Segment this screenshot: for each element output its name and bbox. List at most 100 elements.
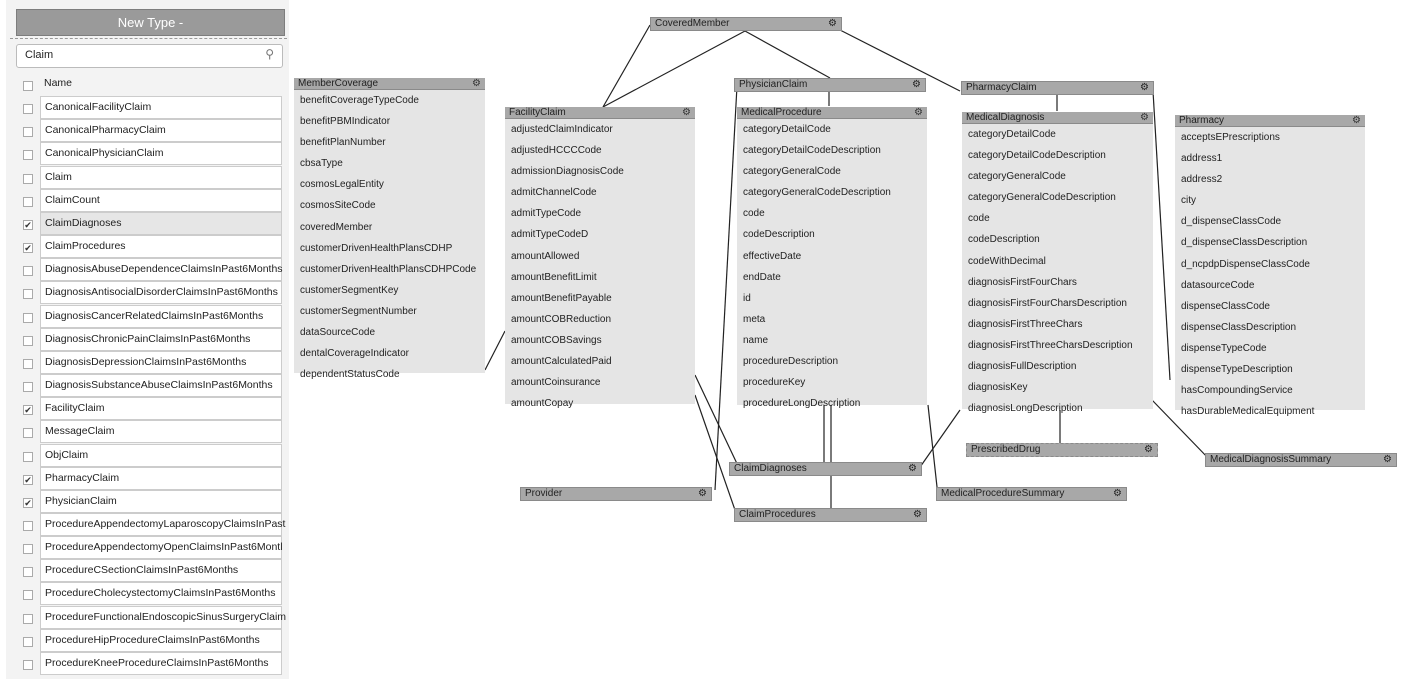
row-checkbox[interactable] (23, 104, 33, 115)
row-checkbox[interactable] (23, 173, 33, 184)
row-checkbox[interactable] (23, 289, 33, 300)
entity-coveredmember[interactable]: CoveredMember⚙ (650, 17, 842, 31)
list-item-label[interactable]: DiagnosisDepressionClaimsInPast6Months (40, 350, 282, 374)
list-item[interactable]: ObjClaim (16, 443, 282, 467)
list-item-label[interactable]: ProcedureFunctionalEndoscopicSinusSurger… (40, 605, 286, 629)
list-item-label[interactable]: ClaimCount (40, 188, 282, 212)
list-item-label[interactable]: CanonicalFacilityClaim (40, 96, 282, 120)
row-checkbox[interactable] (23, 636, 33, 647)
list-item[interactable]: ✔FacilityClaim (16, 397, 282, 421)
row-checkbox[interactable] (23, 613, 33, 624)
list-item-label[interactable]: CanonicalPhysicianClaim (40, 142, 282, 166)
gear-icon[interactable]: ⚙ (912, 79, 921, 90)
row-checkbox[interactable]: ✔ (23, 219, 33, 230)
gear-icon[interactable]: ⚙ (472, 78, 481, 89)
list-item[interactable]: ✔PharmacyClaim (16, 466, 282, 490)
list-item[interactable]: DiagnosisDepressionClaimsInPast6Months (16, 350, 282, 374)
list-item[interactable]: ProcedureAppendectomyLaparoscopyClaimsIn… (16, 512, 285, 536)
new-type-button[interactable]: New Type - (16, 9, 285, 36)
list-item-label[interactable]: ObjClaim (40, 443, 282, 467)
row-checkbox[interactable]: ✔ (23, 497, 33, 508)
entity-title[interactable]: FacilityClaim⚙ (505, 107, 695, 119)
list-item[interactable]: CanonicalFacilityClaim (16, 96, 282, 120)
list-item[interactable]: DiagnosisSubstanceAbuseClaimsInPast6Mont… (16, 374, 282, 398)
row-checkbox[interactable] (23, 382, 33, 393)
row-checkbox[interactable] (23, 451, 33, 462)
gear-icon[interactable]: ⚙ (1140, 112, 1149, 123)
entity-medicaldiagnosissummary[interactable]: MedicalDiagnosisSummary⚙ (1205, 453, 1397, 467)
gear-icon[interactable]: ⚙ (913, 509, 922, 520)
list-item-label[interactable]: DiagnosisAbuseDependenceClaimsInPast6Mon… (40, 258, 283, 282)
select-all-checkbox[interactable] (23, 81, 33, 91)
list-item[interactable]: ClaimCount (16, 188, 282, 212)
entity-provider[interactable]: Provider⚙ (520, 487, 712, 501)
list-item[interactable]: DiagnosisAbuseDependenceClaimsInPast6Mon… (16, 258, 283, 282)
list-item[interactable]: Claim (16, 165, 282, 189)
row-checkbox[interactable]: ✔ (23, 243, 33, 254)
entity-claimdiagnoses[interactable]: ClaimDiagnoses⚙ (729, 462, 922, 476)
list-item-label[interactable]: DiagnosisSubstanceAbuseClaimsInPast6Mont… (40, 374, 282, 398)
list-item[interactable]: ✔ ClaimProcedures (16, 235, 282, 259)
list-item-label[interactable]: MessageClaim (40, 420, 282, 444)
row-checkbox[interactable] (23, 150, 33, 161)
row-checkbox[interactable] (23, 544, 33, 555)
row-checkbox[interactable] (23, 590, 33, 601)
entity-title[interactable]: Pharmacy⚙ (1175, 115, 1365, 127)
list-item[interactable]: CanonicalPhysicianClaim (16, 142, 282, 166)
gear-icon[interactable]: ⚙ (1144, 444, 1153, 455)
search-input[interactable]: Claim ⚲ (16, 44, 283, 68)
list-item-label[interactable]: ProcedureHipProcedureClaimsInPast6Months (40, 628, 282, 652)
list-item-label[interactable]: ProcedureAppendectomyOpenClaimsInPast6Mo… (40, 536, 283, 560)
gear-icon[interactable]: ⚙ (1140, 82, 1149, 93)
list-item[interactable]: ✔ ClaimDiagnoses (16, 211, 282, 235)
list-item-label[interactable]: ProcedureKneeProcedureClaimsInPast6Month… (40, 651, 282, 675)
list-item[interactable]: DiagnosisCancerRelatedClaimsInPast6Month… (16, 304, 282, 328)
list-item-label[interactable]: CanonicalPharmacyClaim (40, 119, 282, 143)
list-item[interactable]: ProcedureCSectionClaimsInPast6Months (16, 559, 282, 583)
row-checkbox[interactable]: ✔ (23, 405, 33, 416)
entity-title[interactable]: MedicalDiagnosis⚙ (962, 112, 1153, 124)
list-item[interactable]: MessageClaim (16, 420, 282, 444)
row-checkbox[interactable] (23, 312, 33, 323)
list-item-label[interactable]: DiagnosisChronicPainClaimsInPast6Months (40, 327, 282, 351)
entity-pharmacyclaim[interactable]: PharmacyClaim⚙ (961, 81, 1154, 95)
row-checkbox[interactable] (23, 659, 33, 670)
row-checkbox[interactable] (23, 428, 33, 439)
gear-icon[interactable]: ⚙ (698, 488, 707, 499)
search-icon[interactable]: ⚲ (265, 47, 274, 61)
list-item[interactable]: ProcedureCholecystectomyClaimsInPast6Mon… (16, 582, 282, 606)
list-item-label[interactable]: ClaimDiagnoses (40, 211, 282, 235)
entity-title[interactable]: MemberCoverage⚙ (294, 78, 485, 90)
row-checkbox[interactable] (23, 520, 33, 531)
list-item-label[interactable]: ProcedureCSectionClaimsInPast6Months (40, 559, 282, 583)
list-item[interactable]: DiagnosisAntisocialDisorderClaimsInPast6… (16, 281, 282, 305)
list-item[interactable]: ProcedureFunctionalEndoscopicSinusSurger… (16, 605, 286, 629)
entity-medicalproceduresummary[interactable]: MedicalProcedureSummary⚙ (936, 487, 1127, 501)
list-item-label[interactable]: ClaimProcedures (40, 235, 282, 259)
list-item[interactable]: ✔ PhysicianClaim (16, 489, 282, 513)
gear-icon[interactable]: ⚙ (828, 18, 837, 29)
row-checkbox[interactable] (23, 127, 33, 138)
list-item-label[interactable]: PhysicianClaim (40, 489, 282, 513)
row-checkbox[interactable] (23, 335, 33, 346)
list-item[interactable]: DiagnosisChronicPainClaimsInPast6Months (16, 327, 282, 351)
gear-icon[interactable]: ⚙ (682, 107, 691, 118)
row-checkbox[interactable]: ✔ (23, 474, 33, 485)
list-item[interactable]: ProcedureHipProcedureClaimsInPast6Months (16, 628, 282, 652)
list-item-label[interactable]: DiagnosisAntisocialDisorderClaimsInPast6… (40, 281, 282, 305)
entity-claimprocedures[interactable]: ClaimProcedures⚙ (734, 508, 927, 522)
gear-icon[interactable]: ⚙ (1352, 115, 1361, 126)
gear-icon[interactable]: ⚙ (1113, 488, 1122, 499)
list-item-label[interactable]: ProcedureCholecystectomyClaimsInPast6Mon… (40, 582, 282, 606)
row-checkbox[interactable] (23, 358, 33, 369)
entity-physicianclaim[interactable]: PhysicianClaim⚙ (734, 78, 926, 92)
list-item[interactable]: ProcedureAppendectomyOpenClaimsInPast6Mo… (16, 536, 283, 560)
gear-icon[interactable]: ⚙ (1383, 454, 1392, 465)
row-checkbox[interactable] (23, 567, 33, 578)
row-checkbox[interactable] (23, 196, 33, 207)
list-item[interactable]: ProcedureKneeProcedureClaimsInPast6Month… (16, 651, 282, 675)
